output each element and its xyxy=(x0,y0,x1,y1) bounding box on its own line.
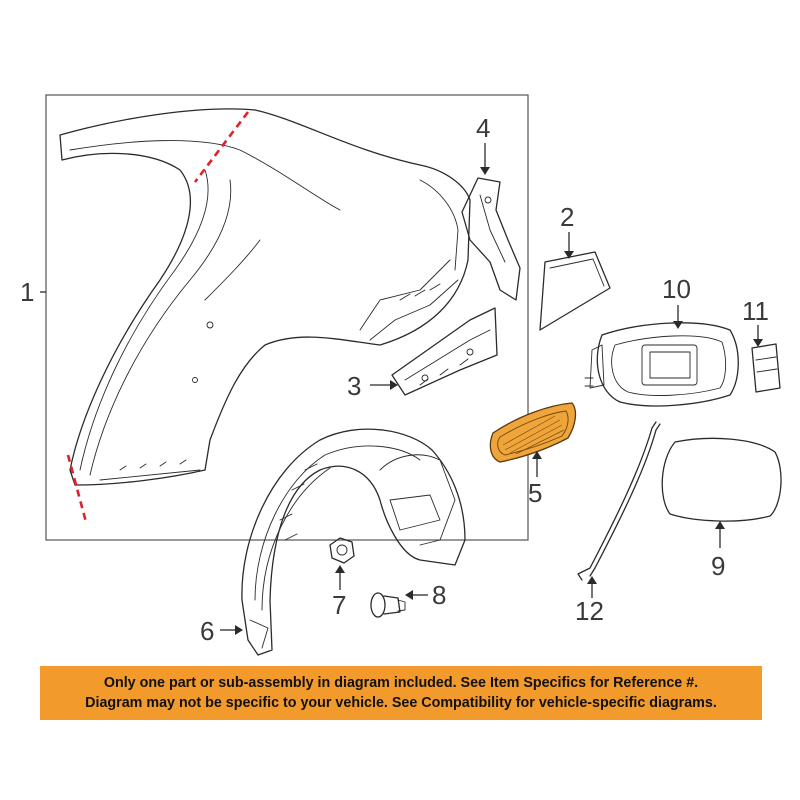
nut-part-7[interactable] xyxy=(329,537,355,564)
rod-part-12[interactable] xyxy=(577,421,661,581)
wheelhouse-liner-part-6[interactable] xyxy=(241,428,466,656)
callout-5: 5 xyxy=(528,478,542,508)
push-clip-part-8[interactable] xyxy=(370,592,406,618)
callout-1: 1 xyxy=(20,277,34,307)
callout-7: 7 xyxy=(332,590,346,620)
disclaimer-banner: Only one part or sub-assembly in diagram… xyxy=(40,666,762,720)
callout-6: 6 xyxy=(200,616,214,646)
seal-part-5[interactable] xyxy=(489,402,577,463)
callout-9: 9 xyxy=(711,551,725,581)
callout-12: 12 xyxy=(575,596,604,626)
cut-line-roof xyxy=(193,111,250,183)
leaders xyxy=(40,143,763,635)
callout-8: 8 xyxy=(432,580,446,610)
panel-part-2[interactable] xyxy=(539,251,611,331)
callout-2: 2 xyxy=(560,202,574,232)
quarter-panel-group-box xyxy=(45,94,529,541)
bracket-part-4[interactable] xyxy=(461,177,521,301)
reinforcement-part-3[interactable] xyxy=(391,307,498,396)
disclaimer-line-1: Only one part or sub-assembly in diagram… xyxy=(103,675,699,691)
fuel-door-part-9[interactable] xyxy=(661,437,782,522)
callout-3: 3 xyxy=(347,371,361,401)
callout-10: 10 xyxy=(662,274,691,304)
fuel-door-housing-part-10[interactable] xyxy=(584,322,739,407)
clip-part-11[interactable] xyxy=(751,343,781,393)
quarter-panel-part-1[interactable] xyxy=(59,108,471,486)
callout-4: 4 xyxy=(476,113,490,143)
disclaimer-line-2: Diagram may not be specific to your vehi… xyxy=(85,695,717,711)
callout-11: 11 xyxy=(742,296,769,326)
